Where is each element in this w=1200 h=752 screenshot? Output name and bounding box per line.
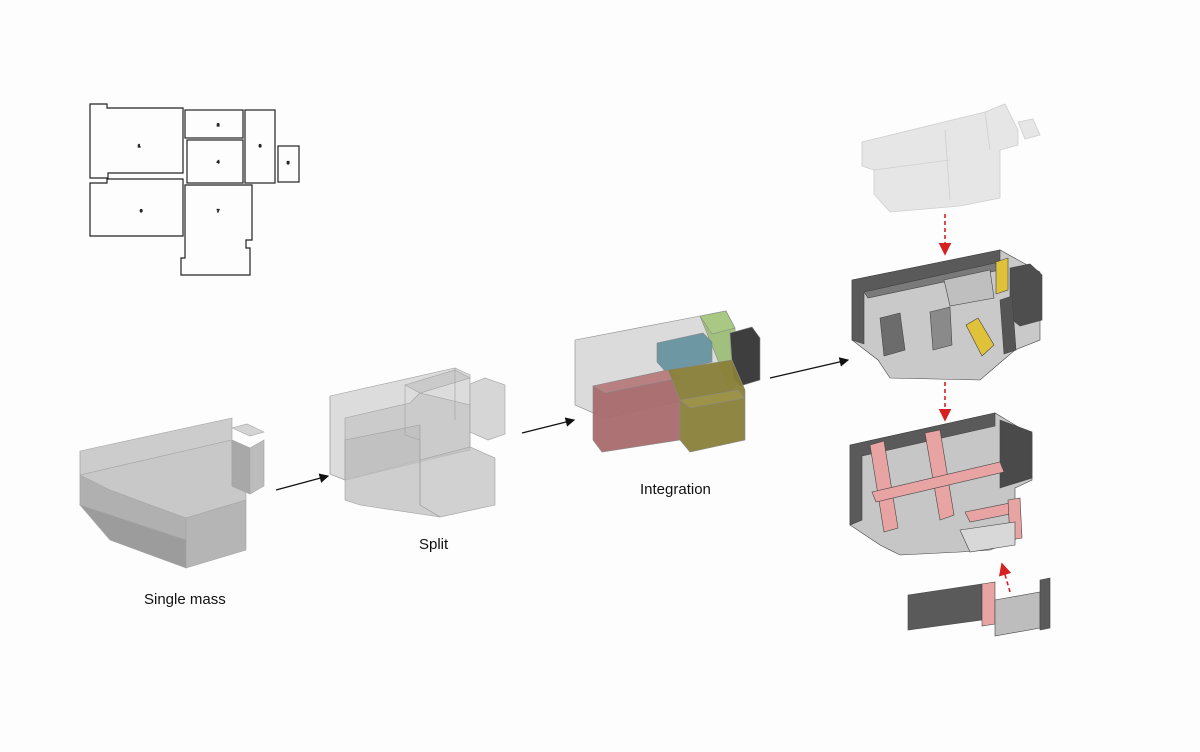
label-split: Split — [419, 536, 449, 553]
facade-strip — [907, 577, 1051, 637]
split-block — [329, 367, 506, 518]
integration-block — [574, 310, 761, 453]
arrow-mass-to-split — [275, 473, 330, 491]
room-number-5: 5 — [287, 160, 290, 165]
room-number-7: 7 — [217, 208, 220, 213]
room-number-1: 1 — [138, 143, 141, 148]
arrow-integration-to-exploded — [769, 357, 850, 379]
roof-slab — [861, 103, 1041, 213]
floor-plan: 1 2 3 4 5 6 7 — [89, 103, 300, 276]
upper-floor-walls — [849, 412, 1033, 556]
room-number-2: 2 — [217, 122, 220, 127]
room-number-4: 4 — [217, 159, 220, 164]
room-number-6: 6 — [140, 208, 143, 213]
arrow-split-to-integration — [521, 417, 576, 434]
ground-floor-walls — [851, 249, 1043, 381]
label-single-mass: Single mass — [144, 591, 226, 608]
room-number-3: 3 — [259, 143, 262, 148]
label-integration: Integration — [640, 481, 711, 498]
process-arrows — [275, 214, 1012, 593]
single-mass-block — [79, 417, 265, 569]
dashed-arrow-facade — [998, 562, 1012, 593]
plan-room-numbers: 1 2 3 4 5 6 7 — [137, 121, 290, 213]
